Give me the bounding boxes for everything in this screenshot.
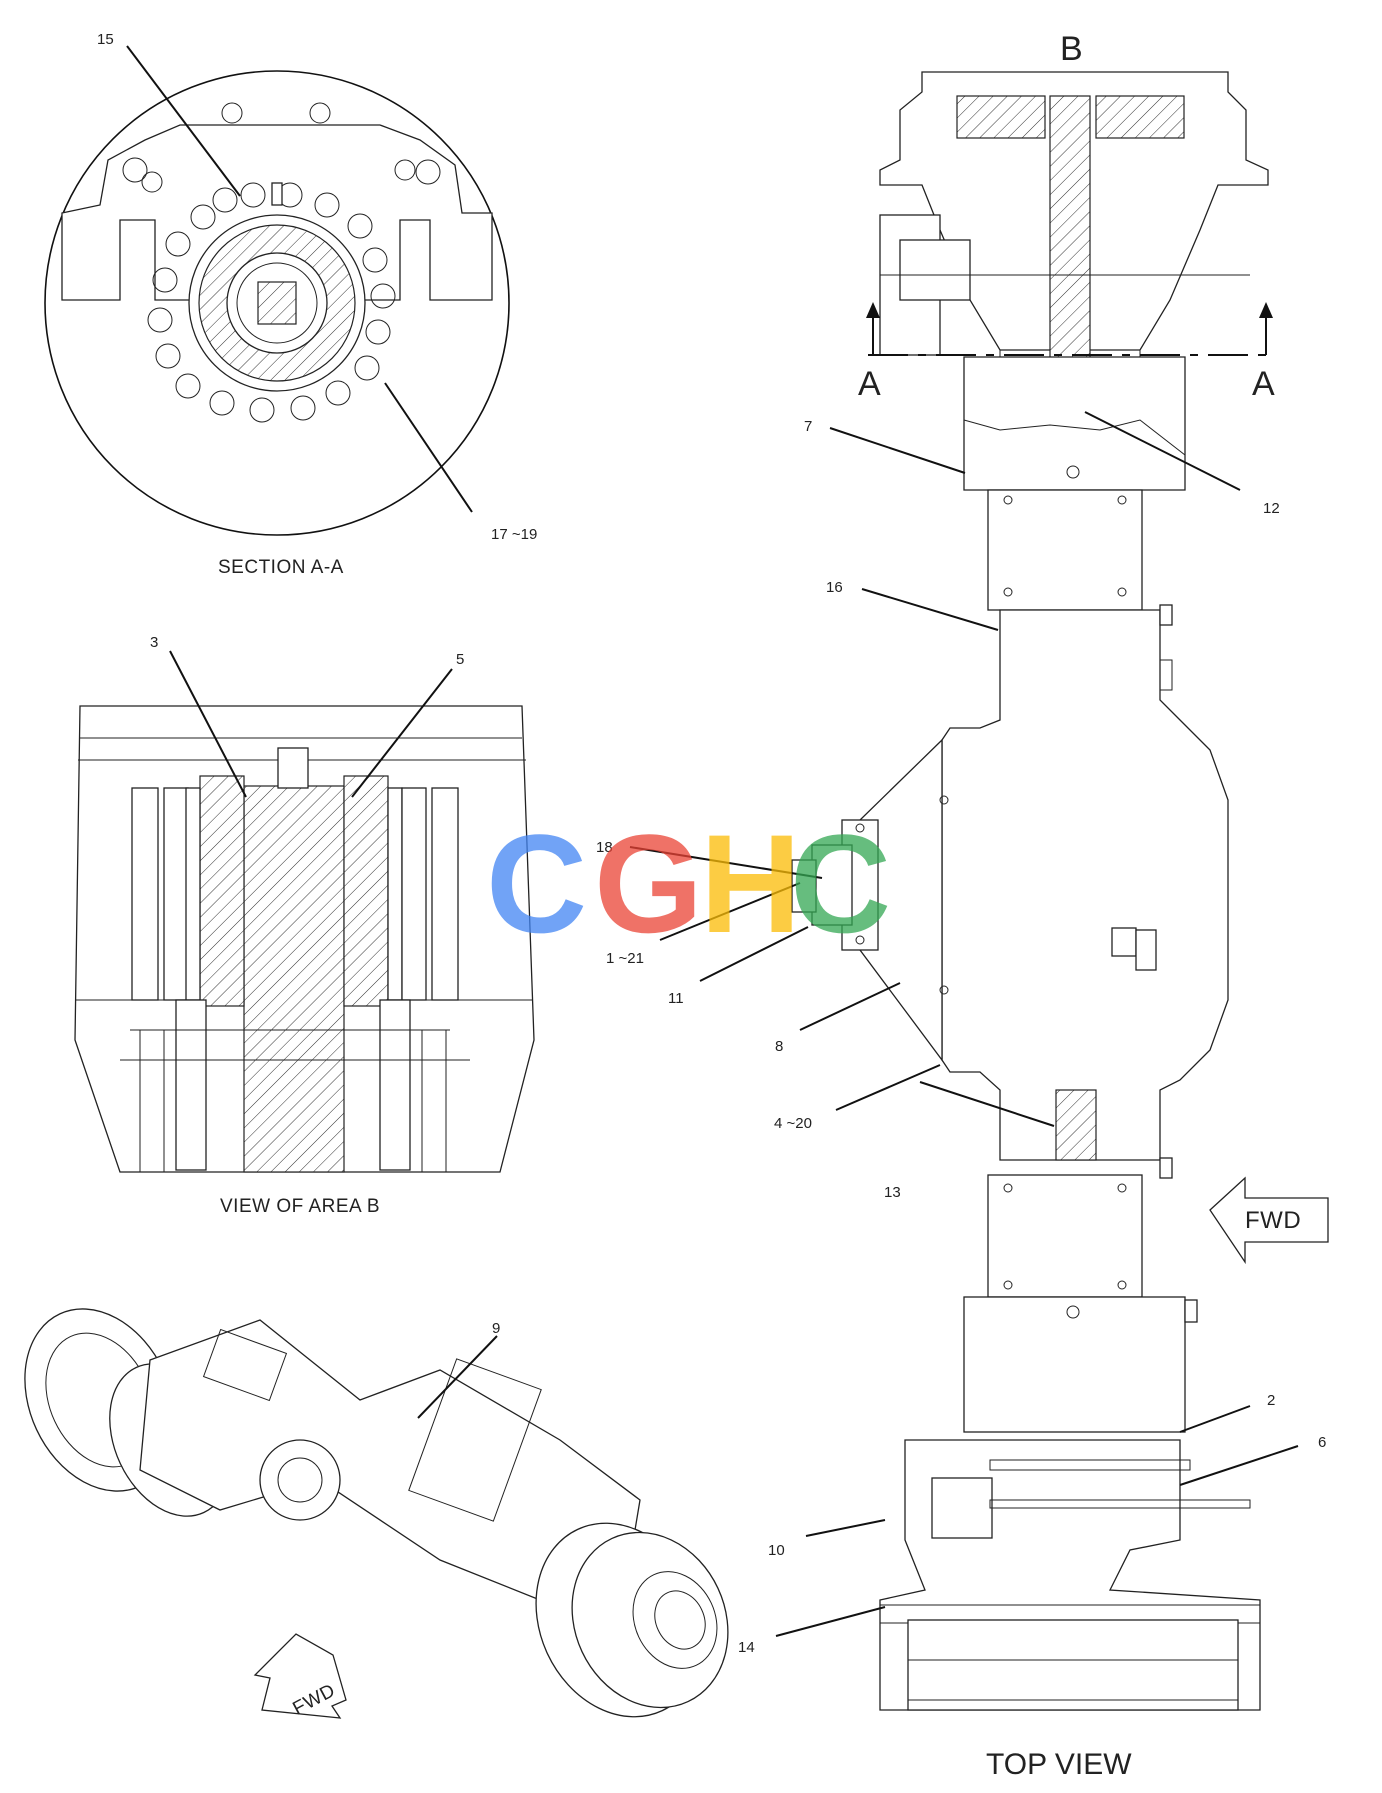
top-view: B A A 7 12 16 18 1 ~21 11 8 4 ~20 13 2 6… [596,30,1329,1781]
callout-15: 15 [97,31,114,48]
watermark-letter-h: H [700,805,801,962]
watermark-letter-g: G [594,805,703,962]
section-letter-a-right: A [1252,365,1275,403]
callout-16: 16 [826,579,843,596]
top-view-title: TOP VIEW [986,1748,1132,1781]
callout-9: 9 [492,1320,500,1337]
callout-5: 5 [456,651,464,668]
section-a-a-view: 15 17 ~19 SECTION A-A [44,31,537,578]
watermark-letter-c2: C [790,805,891,962]
callout-7: 7 [804,418,812,435]
watermark-logo: C G H C [486,805,891,962]
callout-2: 2 [1267,1392,1275,1409]
callout-17-19: 17 ~19 [491,526,537,543]
watermark-letter-c1: C [486,805,587,962]
view-of-area-b: 3 5 VIEW OF AREA B [74,634,535,1217]
section-title: SECTION A-A [218,557,344,578]
fwd-arrow-iso: FWD [253,1633,347,1720]
area-b-title: VIEW OF AREA B [220,1196,380,1217]
callout-8: 8 [775,1038,783,1055]
callout-3: 3 [150,634,158,651]
fwd-arrow: FWD [1209,1176,1329,1265]
callout-18: 18 [596,839,613,856]
fwd-label: FWD [1245,1207,1301,1234]
callout-13: 13 [884,1184,901,1201]
section-letter-a-left: A [858,365,881,403]
callout-11: 11 [668,990,684,1007]
isometric-axle-view: 9 FWD [24,1308,729,1720]
callout-6: 6 [1318,1434,1326,1451]
callout-10: 10 [768,1542,785,1559]
view-letter-b: B [1060,30,1083,68]
callout-12: 12 [1263,500,1280,517]
callout-14: 14 [738,1639,755,1656]
callout-1-21: 1 ~21 [606,950,644,967]
bolt-holes [122,102,441,423]
callout-4-20: 4 ~20 [774,1115,812,1132]
